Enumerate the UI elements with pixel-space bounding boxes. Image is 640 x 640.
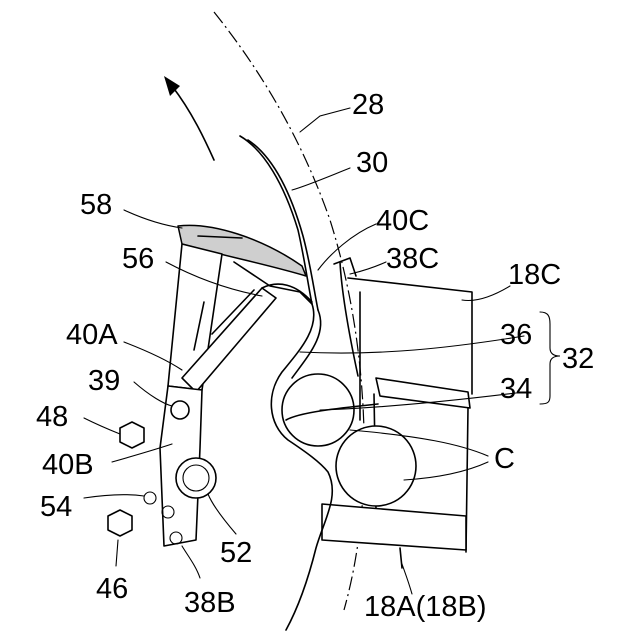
leader-46 bbox=[116, 540, 118, 566]
label-32: 32 bbox=[562, 343, 594, 375]
brace-32 bbox=[540, 312, 560, 404]
label-54: 54 bbox=[40, 491, 72, 523]
sheet-30-outer bbox=[240, 136, 312, 304]
base-plate-18A bbox=[322, 504, 466, 550]
label-28: 28 bbox=[352, 89, 384, 121]
label-40B: 40B bbox=[42, 449, 94, 481]
leader-38C bbox=[350, 262, 386, 274]
rotation-arrow bbox=[172, 86, 214, 160]
leader-38B bbox=[182, 546, 200, 578]
label-46: 46 bbox=[96, 573, 128, 605]
leader-58 bbox=[124, 210, 182, 228]
nut-46-icon bbox=[108, 510, 132, 536]
leader-18C bbox=[462, 286, 510, 300]
label-40C: 40C bbox=[376, 205, 429, 237]
nut-48-icon bbox=[120, 422, 144, 448]
leader-52 bbox=[208, 494, 236, 534]
label-34: 34 bbox=[500, 373, 532, 405]
label-38C: 38C bbox=[386, 243, 439, 275]
leader-28 bbox=[300, 108, 350, 132]
label-18A: 18A(18B) bbox=[364, 591, 487, 623]
pivot-39 bbox=[171, 401, 189, 419]
label-56: 56 bbox=[122, 243, 154, 275]
frame-18C bbox=[348, 278, 472, 394]
label-36: 36 bbox=[500, 319, 532, 351]
label-39: 39 bbox=[88, 365, 120, 397]
pin-54 bbox=[144, 492, 156, 504]
label-18C: 18C bbox=[508, 259, 561, 291]
leader-48 bbox=[84, 418, 120, 434]
wall-30-path-inner bbox=[292, 310, 321, 378]
leader-54 bbox=[84, 495, 144, 498]
roller-upper bbox=[282, 374, 354, 446]
roller-lower bbox=[336, 426, 416, 506]
label-58: 58 bbox=[80, 189, 112, 221]
label-48: 48 bbox=[36, 401, 68, 433]
leader-36 bbox=[300, 336, 524, 353]
roller-52 bbox=[176, 458, 216, 498]
leader-30 bbox=[292, 168, 350, 190]
frame-18A-tab bbox=[400, 548, 402, 568]
leader-18A bbox=[402, 564, 412, 594]
label-52: 52 bbox=[220, 537, 252, 569]
leader-40C bbox=[318, 224, 376, 270]
label-C: C bbox=[494, 443, 515, 475]
label-30: 30 bbox=[356, 147, 388, 179]
label-38B: 38B bbox=[184, 587, 236, 619]
label-40A: 40A bbox=[66, 319, 118, 351]
